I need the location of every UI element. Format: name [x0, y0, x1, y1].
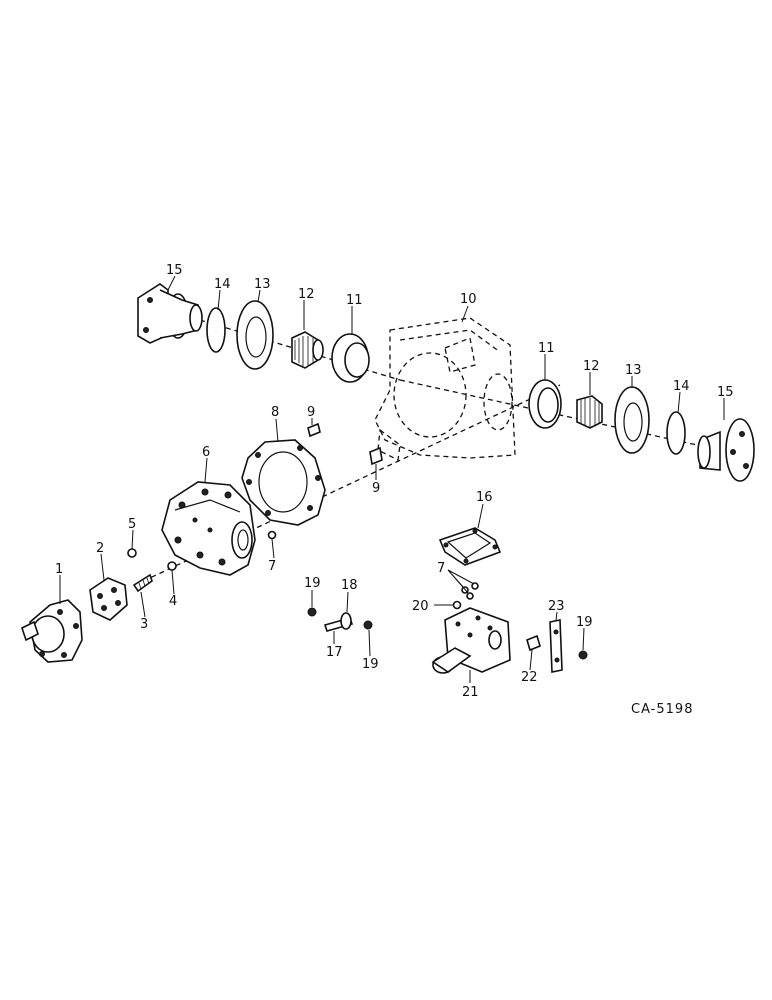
part-7-ball-left [267, 530, 277, 540]
part-5-plug [127, 548, 137, 558]
callout-13-left: 13 [254, 277, 271, 292]
part-15-right-flange [697, 418, 755, 482]
part-13-right-shim [614, 386, 650, 454]
callout-12-left: 12 [298, 287, 315, 302]
callout-1: 1 [55, 562, 63, 577]
callout-4: 4 [169, 594, 177, 609]
part-18-washer [340, 612, 352, 630]
part-9-lower-dowel [369, 446, 383, 466]
part-19-nut-left [307, 607, 317, 617]
part-19-nut-right [578, 650, 588, 660]
part-15-left-flange [137, 283, 203, 344]
callout-15-left: 15 [166, 263, 183, 278]
callout-18: 18 [341, 578, 358, 593]
callout-12-right: 12 [583, 359, 600, 374]
part-2-cover-plate [89, 577, 128, 621]
part-20-ball [452, 600, 462, 610]
callout-3: 3 [140, 617, 148, 632]
part-19-nut-middle [363, 620, 373, 630]
callout-6: 6 [202, 445, 210, 460]
callout-17: 17 [326, 645, 343, 660]
callout-21: 21 [462, 685, 479, 700]
part-6-pump-body [161, 481, 256, 576]
callout-19-left: 19 [304, 576, 321, 591]
callout-5: 5 [128, 517, 136, 532]
callout-16: 16 [476, 490, 493, 505]
callout-8: 8 [271, 405, 279, 420]
callout-14-left: 14 [214, 277, 231, 292]
part-10-housing [374, 317, 516, 461]
part-11-left-bearing-cup [331, 333, 370, 383]
callout-10: 10 [460, 292, 477, 307]
callout-11-left: 11 [346, 293, 363, 308]
callout-2: 2 [96, 541, 104, 556]
callout-7-left: 7 [268, 559, 276, 574]
part-3-screw [132, 573, 153, 593]
callout-15-right: 15 [717, 385, 734, 400]
part-11-right-bearing-cup [528, 379, 562, 429]
part-12-right-bearing-cone [576, 395, 603, 429]
callout-11-right: 11 [538, 341, 555, 356]
part-14-left-o-ring [206, 307, 226, 353]
callout-22: 22 [521, 670, 538, 685]
callout-9-upper: 9 [307, 405, 315, 420]
callout-19-right: 19 [576, 615, 593, 630]
part-22-plug [526, 634, 541, 652]
part-9-upper-dowel [307, 422, 321, 438]
part-21-valve-body [431, 607, 511, 674]
callout-20: 20 [412, 599, 429, 614]
part-8-gasket [241, 439, 326, 526]
callout-23: 23 [548, 599, 565, 614]
part-14-right-o-ring [666, 411, 686, 455]
callout-19-middle: 19 [362, 657, 379, 672]
part-16-gasket [438, 527, 502, 566]
part-1-pump [21, 599, 83, 663]
part-7-balls-right [461, 582, 479, 600]
figure-code: CA-5198 [631, 702, 693, 717]
part-13-left-shim [236, 300, 274, 370]
callout-14-right: 14 [673, 379, 690, 394]
callout-7-right: 7 [437, 561, 445, 576]
part-4-ball [167, 561, 177, 571]
callout-13-right: 13 [625, 363, 642, 378]
callout-9-lower: 9 [372, 481, 380, 496]
part-23-retainer-plate [549, 619, 563, 673]
leader-lines [59, 275, 725, 683]
part-12-left-bearing-cone [291, 331, 324, 369]
